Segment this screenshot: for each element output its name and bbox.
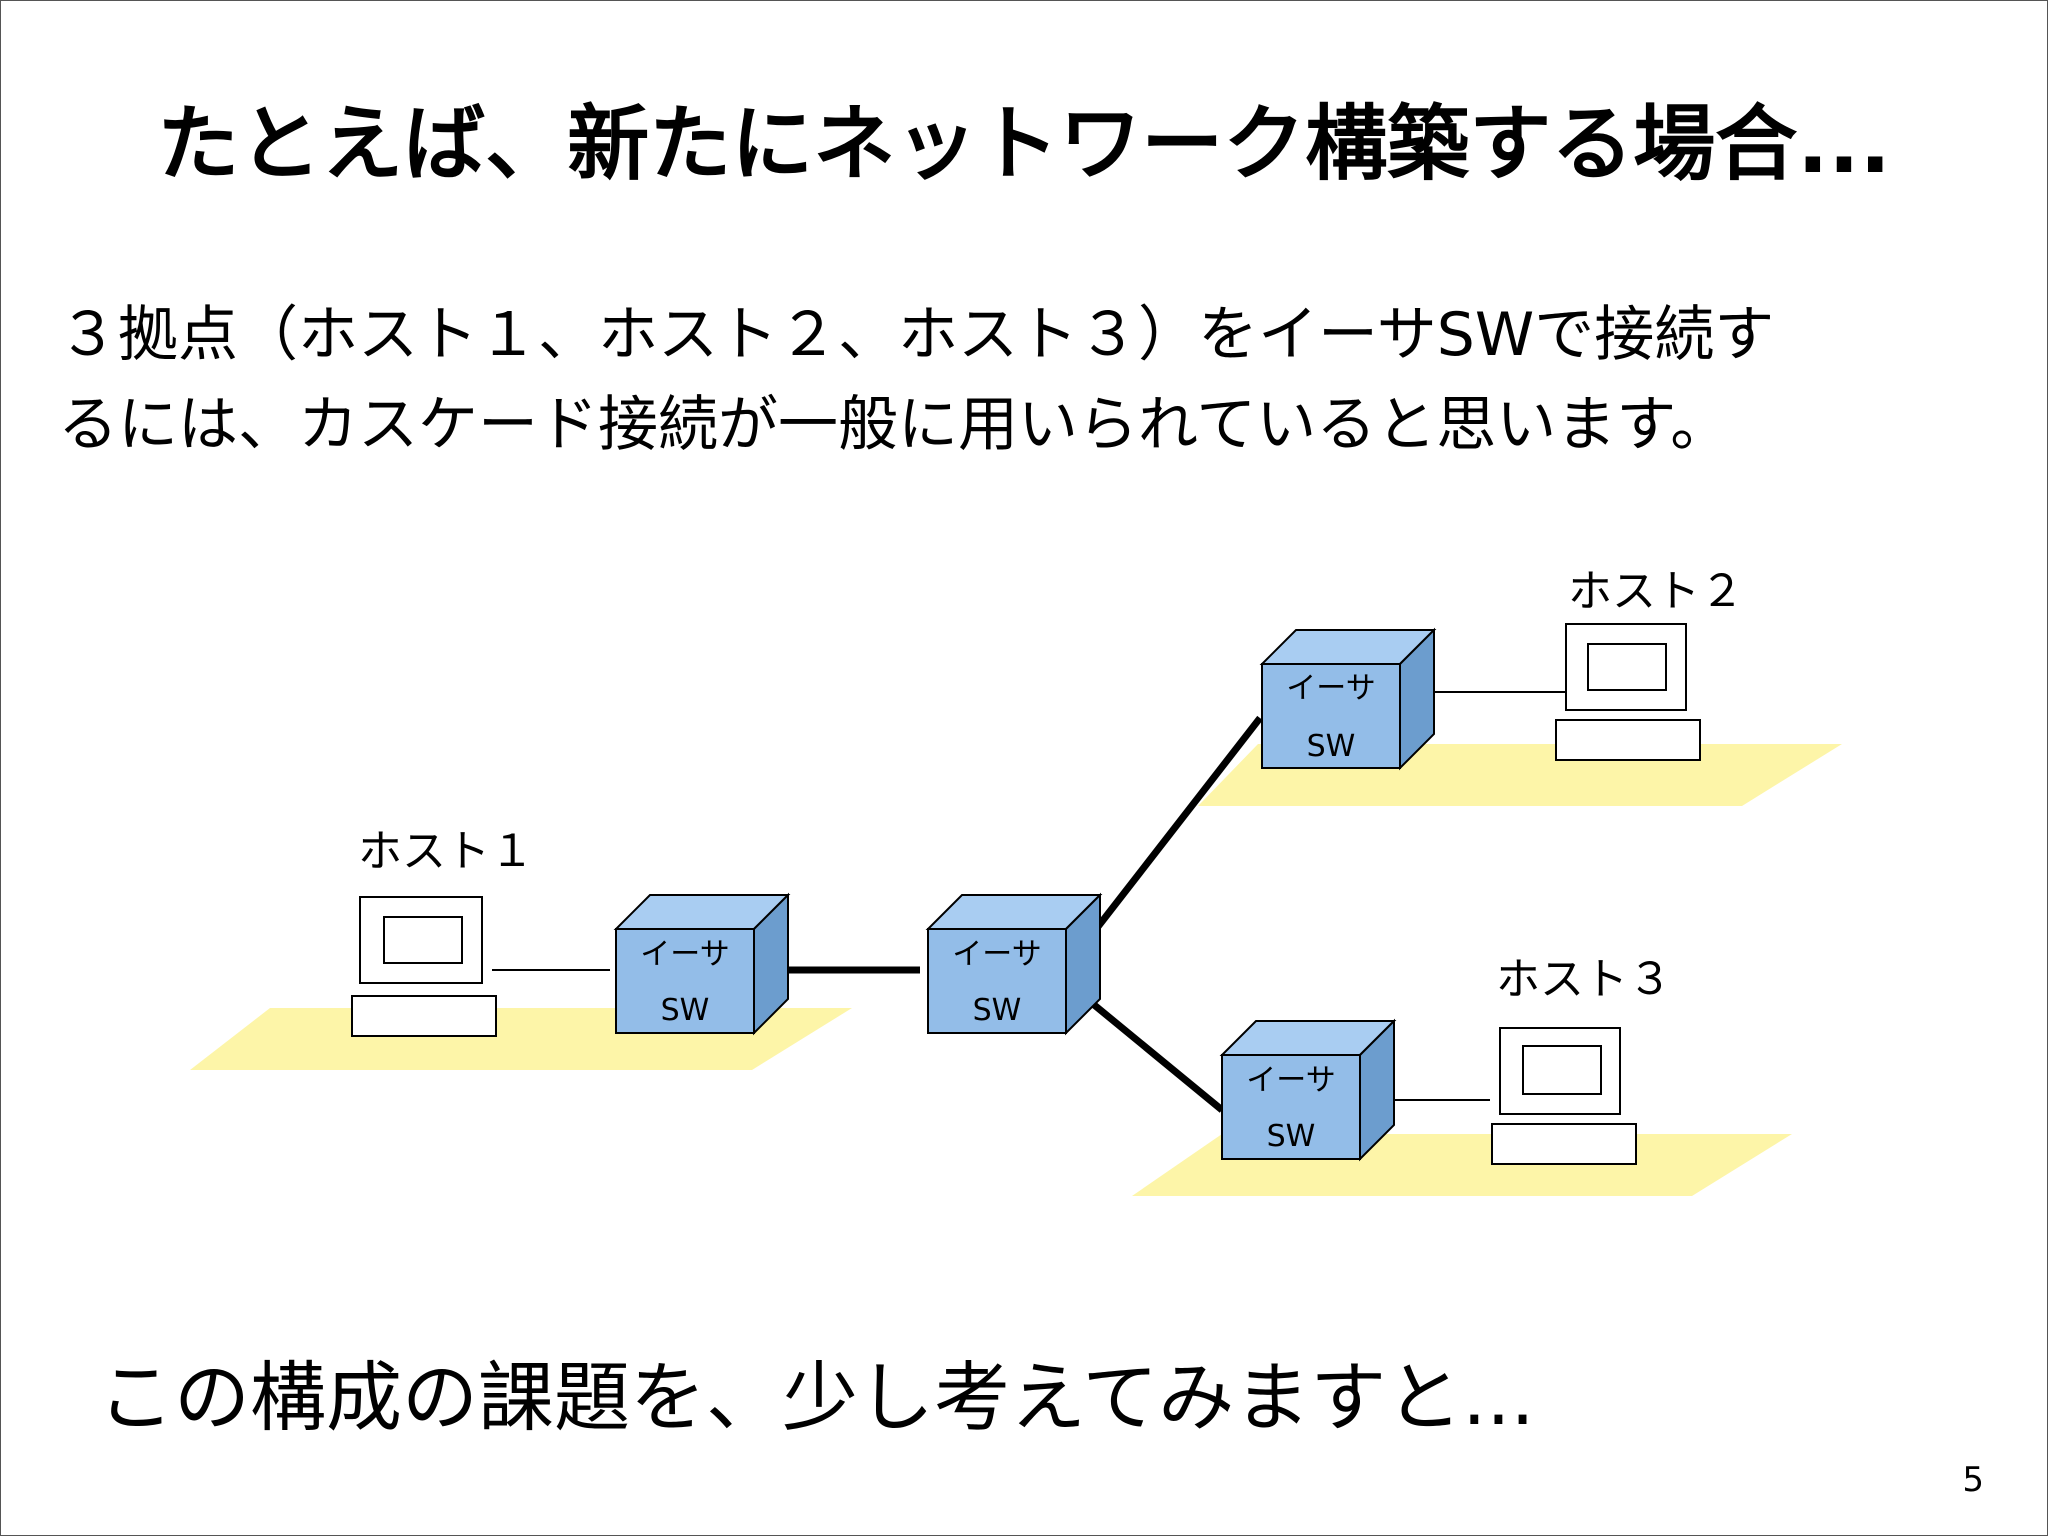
switch-1: イーサ SW [613, 892, 791, 1036]
switch-1-label-bottom: SW [661, 993, 710, 1028]
host3-label: ホスト３ [1496, 954, 1672, 1005]
switch-1-label-top: イーサ [640, 937, 729, 972]
page-number: 5 [1962, 1460, 1984, 1500]
switch-4-label-bottom: SW [1267, 1119, 1316, 1154]
switch-2: イーサ SW [925, 892, 1103, 1036]
host2-computer-icon [1555, 623, 1701, 761]
footer-text: この構成の課題を、少し考えてみますと... [98, 1353, 1535, 1442]
body-line-1: ３拠点（ホスト１、ホスト２、ホスト３）をイーサSWで接続す [58, 300, 1775, 370]
host2-label: ホスト２ [1568, 566, 1744, 617]
host1-label: ホスト１ [358, 826, 534, 877]
switch-3-label-bottom: SW [1307, 729, 1356, 764]
switch-3: イーサ SW [1259, 627, 1437, 771]
host1-computer-icon [351, 896, 497, 1037]
body-line-2: るには、カスケード接続が一般に用いられていると思います。 [58, 390, 1731, 460]
switch-3-label-top: イーサ [1286, 671, 1375, 706]
switch-2-label-top: イーサ [952, 937, 1041, 972]
link-sw2-sw4 [1073, 987, 1225, 1113]
host3-computer-icon [1491, 1027, 1637, 1165]
switch-2-label-bottom: SW [973, 993, 1022, 1028]
body-text: ３拠点（ホスト１、ホスト２、ホスト３）をイーサSWで接続す るには、カスケード接… [58, 290, 2018, 470]
slide-title: たとえば、新たにネットワーク構築する場合... [157, 97, 1891, 192]
link-sw2-sw3 [1073, 715, 1263, 958]
switch-4-label-top: イーサ [1246, 1063, 1335, 1098]
switch-4: イーサ SW [1219, 1018, 1397, 1162]
